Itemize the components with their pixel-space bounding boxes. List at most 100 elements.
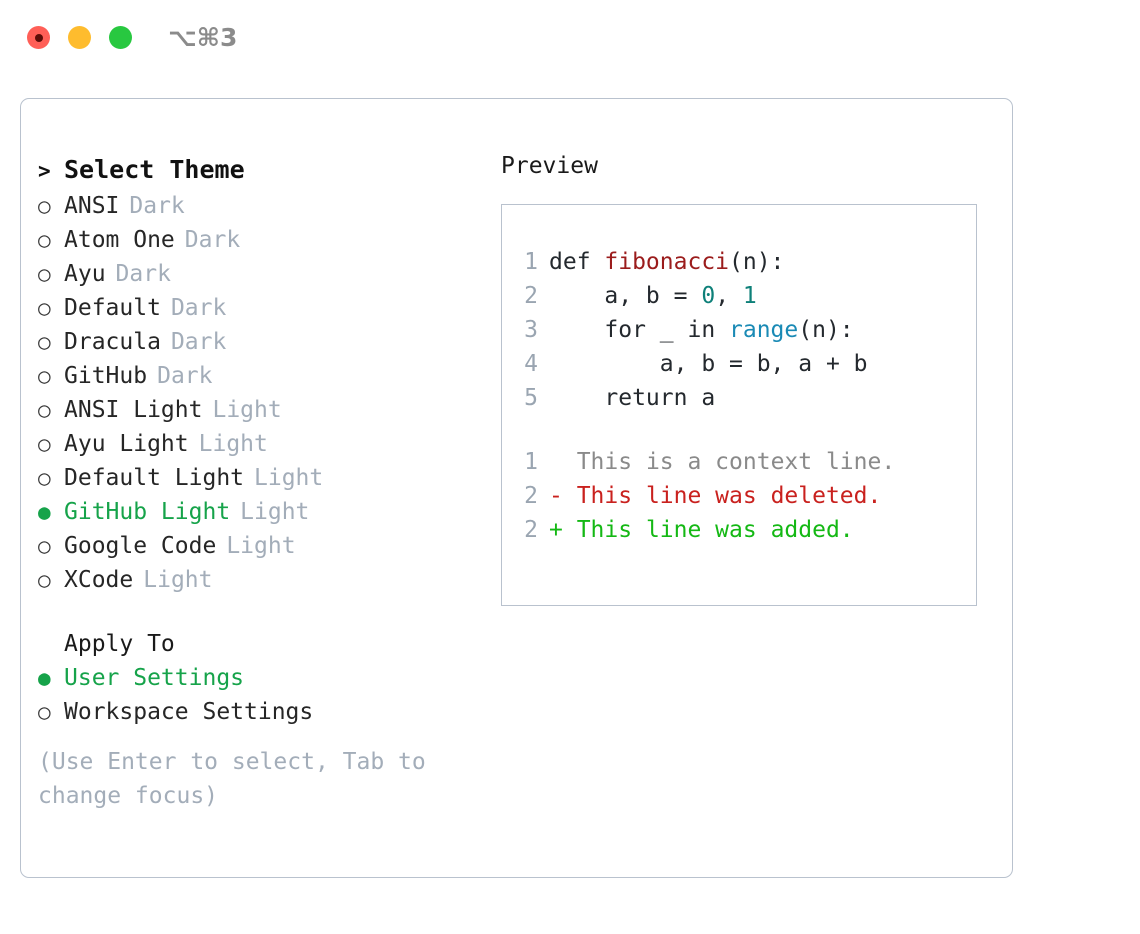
- apply-to-heading-label: Apply To: [64, 631, 175, 657]
- apply-to-heading: ○Apply To: [38, 627, 478, 661]
- spacer: [38, 597, 478, 627]
- code-token-kw: return a: [549, 385, 716, 411]
- radio-selected-icon: ●: [38, 500, 51, 524]
- diff-marker-ctx: [549, 449, 563, 475]
- diff-text: This line was added.: [562, 517, 854, 543]
- line-number: 4: [524, 351, 538, 377]
- spacer: [502, 415, 976, 445]
- theme-option-atom-one[interactable]: ○ Atom One Dark: [38, 223, 478, 257]
- diff-marker-del: -: [549, 483, 563, 509]
- radio-selected-icon: ●: [38, 666, 51, 690]
- radio-unselected-icon: ○: [38, 364, 51, 388]
- theme-option-github[interactable]: ○ GitHub Dark: [38, 359, 478, 393]
- radio-unselected-icon: ○: [38, 534, 51, 558]
- radio-unselected-icon: ○: [38, 194, 51, 218]
- apply-to-option-label: User Settings: [64, 665, 245, 691]
- theme-variant-badge: Dark: [170, 329, 227, 355]
- theme-variant-badge: Light: [198, 431, 268, 457]
- theme-variant-badge: Light: [254, 465, 324, 491]
- diff-text: This line was deleted.: [562, 483, 882, 509]
- code-token-call: range: [729, 317, 799, 343]
- line-number: 2: [524, 283, 538, 309]
- code-token-plain: (n):: [798, 317, 854, 343]
- radio-unselected-icon: ○: [38, 700, 51, 724]
- diff-line-del: 2- This line was deleted.: [502, 479, 976, 513]
- radio-unselected-icon: ○: [38, 568, 51, 592]
- code-token-kw: def: [549, 249, 605, 275]
- theme-variant-badge: Dark: [129, 193, 185, 219]
- diff-line-ctx: 1 This is a context line.: [502, 445, 976, 479]
- line-number: 3: [524, 317, 538, 343]
- code-line-text: a, b = 0, 1: [549, 279, 756, 313]
- theme-option-label: Default Light: [64, 465, 245, 491]
- keyboard-shortcut-label: ⌥⌘3: [168, 23, 238, 52]
- theme-option-label: GitHub: [64, 363, 148, 389]
- code-token-num: 0: [701, 283, 716, 309]
- close-button[interactable]: [27, 26, 50, 49]
- diff-sample: 1 This is a context line.2- This line wa…: [502, 445, 976, 547]
- code-line-text: return a: [549, 381, 715, 415]
- theme-option-default-light[interactable]: ○ Default Light Light: [38, 461, 478, 495]
- theme-variant-badge: Light: [212, 397, 282, 423]
- code-line-text: a, b = b, a + b: [549, 347, 868, 381]
- diff-marker-add: +: [549, 517, 563, 543]
- radio-unselected-icon: ○: [38, 466, 51, 490]
- theme-variant-badge: Dark: [170, 295, 227, 321]
- code-line: 3 for _ in range(n):: [502, 313, 976, 347]
- theme-variant-badge: Light: [240, 499, 310, 525]
- code-token-fn: fibonacci: [604, 249, 730, 275]
- diff-line-add: 2+ This line was added.: [502, 513, 976, 547]
- line-number: 5: [524, 385, 538, 411]
- select-theme-heading-label: Select Theme: [64, 155, 245, 184]
- code-token-plain: a, b =: [549, 283, 702, 309]
- theme-variant-badge: Dark: [157, 363, 213, 389]
- apply-to-list: ● User Settings ○ Workspace Settings: [38, 661, 478, 729]
- code-line: 2 a, b = 0, 1: [502, 279, 976, 313]
- diff-line-text: + This line was added.: [549, 513, 854, 547]
- apply-to-option-workspace-settings[interactable]: ○ Workspace Settings: [38, 695, 478, 729]
- theme-variant-badge: Dark: [184, 227, 241, 253]
- code-line: 1 def fibonacci(n):: [502, 245, 976, 279]
- theme-option-label: Google Code: [64, 533, 217, 559]
- title-bar: ⌥⌘3: [0, 0, 1140, 78]
- code-token-plain: (n):: [729, 249, 785, 275]
- code-line-text: def fibonacci(n):: [549, 245, 784, 279]
- line-number: 1: [524, 449, 538, 475]
- code-line: 5 return a: [502, 381, 976, 415]
- theme-option-label: GitHub Light: [64, 499, 231, 525]
- code-token-kw: for _ in: [549, 317, 730, 343]
- diff-text: This is a context line.: [562, 449, 896, 475]
- radio-unselected-icon: ○: [38, 330, 51, 354]
- theme-variant-badge: Light: [143, 567, 213, 593]
- theme-variant-badge: Dark: [115, 261, 171, 287]
- maximize-button[interactable]: [109, 26, 132, 49]
- theme-option-label: ANSI Light: [64, 397, 203, 423]
- radio-unselected-icon: ○: [38, 296, 51, 320]
- apply-to-option-user-settings[interactable]: ● User Settings: [38, 661, 478, 695]
- apply-to-option-label: Workspace Settings: [64, 699, 314, 725]
- theme-option-label: Atom One: [64, 227, 175, 253]
- theme-option-github-light[interactable]: ● GitHub Light Light: [38, 495, 478, 529]
- select-theme-heading: >Select Theme: [38, 151, 478, 189]
- line-number: 1: [524, 249, 538, 275]
- diff-line-text: This is a context line.: [549, 445, 896, 479]
- minimize-button[interactable]: [68, 26, 91, 49]
- code-token-plain: ,: [715, 283, 743, 309]
- radio-unselected-icon: ○: [38, 228, 51, 252]
- preview-heading: Preview: [501, 153, 598, 179]
